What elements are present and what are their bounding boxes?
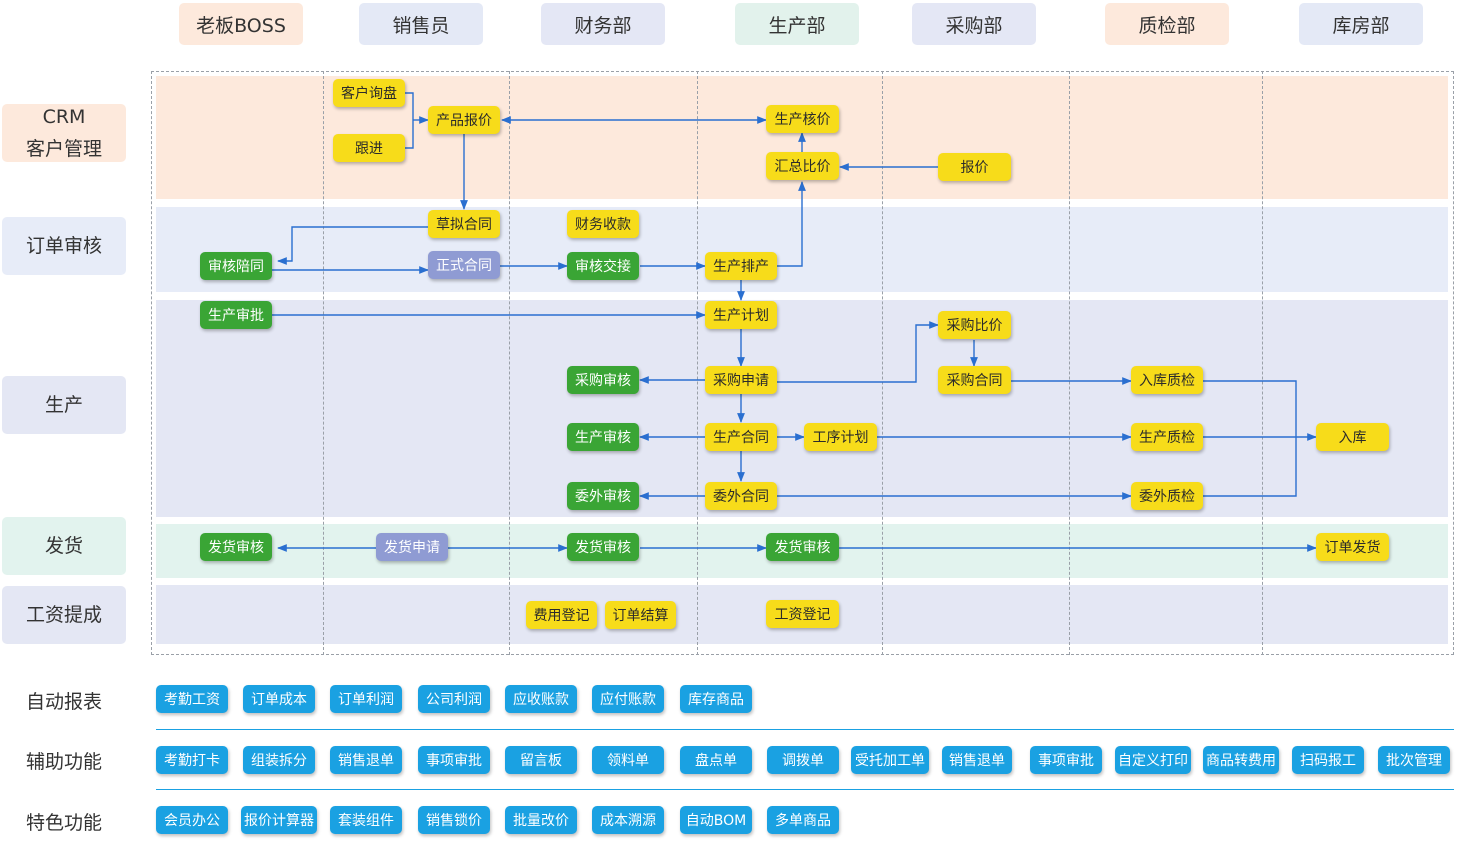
- feature-pill[interactable]: 批次管理: [1378, 746, 1450, 774]
- node-follow-up[interactable]: 跟进: [333, 134, 405, 162]
- feature-pill[interactable]: 留言板: [505, 746, 577, 774]
- row-label-shipping: 发货: [2, 517, 126, 575]
- node-quote[interactable]: 报价: [938, 153, 1011, 181]
- feature-pill[interactable]: 事项审批: [418, 746, 490, 774]
- lane-divider: [697, 71, 698, 655]
- feature-pill[interactable]: 应付账款: [592, 685, 664, 713]
- row-label-crm: CRM 客户管理: [2, 104, 126, 162]
- dept-sales: 销售员: [359, 3, 483, 45]
- node-ship-review-production[interactable]: 发货审核: [766, 533, 839, 561]
- node-expense-register[interactable]: 费用登记: [526, 601, 597, 629]
- feature-pill[interactable]: 批量改价: [505, 806, 577, 834]
- node-production-qc[interactable]: 生产质检: [1131, 423, 1203, 451]
- feature-pill[interactable]: 公司利润: [418, 685, 490, 713]
- node-warehouse-in[interactable]: 入库: [1316, 423, 1389, 451]
- node-order-settlement[interactable]: 订单结算: [605, 601, 676, 629]
- feature-pill[interactable]: 成本溯源: [592, 806, 664, 834]
- feature-pill[interactable]: 组装拆分: [243, 746, 315, 774]
- feature-pill[interactable]: 订单成本: [243, 685, 315, 713]
- feature-pill[interactable]: 套装组件: [330, 806, 402, 834]
- dept-boss: 老板BOSS: [179, 3, 303, 45]
- feature-pill[interactable]: 考勤打卡: [156, 746, 228, 774]
- node-production-cost-check[interactable]: 生产核价: [766, 105, 839, 133]
- node-purchase-review[interactable]: 采购审核: [567, 366, 639, 394]
- section-label-special-functions: 特色功能: [25, 812, 102, 834]
- node-product-quote[interactable]: 产品报价: [428, 106, 500, 134]
- lane-divider: [509, 71, 510, 655]
- row-label-order-review: 订单审核: [2, 217, 126, 275]
- node-wage-register[interactable]: 工资登记: [766, 600, 839, 628]
- row-label-production: 生产: [2, 376, 126, 434]
- section-label-auto-reports: 自动报表: [25, 691, 102, 713]
- lane-divider: [1069, 71, 1070, 655]
- feature-pill[interactable]: 销售退单: [942, 746, 1012, 774]
- node-process-plan[interactable]: 工序计划: [804, 423, 877, 451]
- feature-pill[interactable]: 事项审批: [1030, 746, 1102, 774]
- dept-warehouse: 库房部: [1299, 3, 1423, 45]
- row-label-crm-line1: CRM: [42, 106, 86, 128]
- feature-pill[interactable]: 会员办公: [156, 806, 228, 834]
- dept-purchase: 采购部: [912, 3, 1036, 45]
- dept-finance: 财务部: [541, 3, 665, 45]
- feature-pill[interactable]: 盘点单: [680, 746, 752, 774]
- node-purchase-request[interactable]: 采购申请: [705, 366, 777, 394]
- node-inbound-qc[interactable]: 入库质检: [1131, 366, 1203, 394]
- dept-production: 生产部: [735, 3, 859, 45]
- section-label-aux-functions: 辅助功能: [25, 751, 102, 773]
- feature-pill[interactable]: 库存商品: [680, 685, 752, 713]
- node-outsource-review[interactable]: 委外审核: [567, 482, 639, 510]
- node-purchase-contract[interactable]: 采购合同: [938, 366, 1011, 394]
- node-production-contract[interactable]: 生产合同: [705, 423, 777, 451]
- node-order-ship[interactable]: 订单发货: [1316, 533, 1389, 561]
- node-formal-contract[interactable]: 正式合同: [428, 251, 500, 279]
- feature-pill[interactable]: 订单利润: [330, 685, 402, 713]
- feature-pill[interactable]: 报价计算器: [241, 806, 317, 834]
- node-production-plan[interactable]: 生产计划: [705, 301, 777, 329]
- feature-pill[interactable]: 多单商品: [767, 806, 839, 834]
- feature-pill[interactable]: 自动BOM: [680, 806, 752, 834]
- node-customer-inquiry[interactable]: 客户询盘: [333, 79, 405, 107]
- section-divider: [156, 729, 1454, 730]
- feature-pill[interactable]: 考勤工资: [156, 685, 228, 713]
- feature-pill[interactable]: 扫码报工: [1292, 746, 1364, 774]
- feature-pill[interactable]: 领料单: [592, 746, 664, 774]
- node-production-schedule[interactable]: 生产排产: [705, 252, 777, 280]
- lane-divider: [1262, 71, 1263, 655]
- node-outsource-qc[interactable]: 委外质检: [1131, 482, 1203, 510]
- feature-pill[interactable]: 商品转费用: [1203, 746, 1279, 774]
- node-ship-review-boss[interactable]: 发货审核: [200, 533, 272, 561]
- lane-divider: [882, 71, 883, 655]
- feature-pill[interactable]: 受托加工单: [851, 746, 929, 774]
- node-summary-compare[interactable]: 汇总比价: [766, 152, 839, 180]
- node-ship-review-finance[interactable]: 发货审核: [567, 533, 639, 561]
- feature-pill[interactable]: 自定义打印: [1115, 746, 1191, 774]
- swimlane-frame: [151, 71, 1454, 655]
- row-label-crm-line2: 客户管理: [25, 138, 102, 160]
- dept-qc: 质检部: [1105, 3, 1229, 45]
- node-purchase-compare[interactable]: 采购比价: [938, 311, 1011, 339]
- section-divider: [156, 789, 1454, 790]
- feature-pill[interactable]: 应收账款: [505, 685, 577, 713]
- node-production-approval[interactable]: 生产审批: [200, 301, 272, 329]
- node-production-review[interactable]: 生产审核: [567, 423, 639, 451]
- node-review-contract[interactable]: 审核陪同: [200, 252, 272, 280]
- lane-divider: [323, 71, 324, 655]
- node-finance-receipt[interactable]: 财务收款: [567, 210, 639, 238]
- node-review-handover[interactable]: 审核交接: [567, 252, 639, 280]
- node-draft-contract[interactable]: 草拟合同: [428, 210, 500, 238]
- feature-pill[interactable]: 调拨单: [767, 746, 839, 774]
- feature-pill[interactable]: 销售锁价: [418, 806, 490, 834]
- node-ship-request[interactable]: 发货申请: [376, 533, 448, 561]
- feature-pill[interactable]: 销售退单: [330, 746, 402, 774]
- row-label-wage: 工资提成: [2, 586, 126, 644]
- node-outsource-contract[interactable]: 委外合同: [705, 482, 777, 510]
